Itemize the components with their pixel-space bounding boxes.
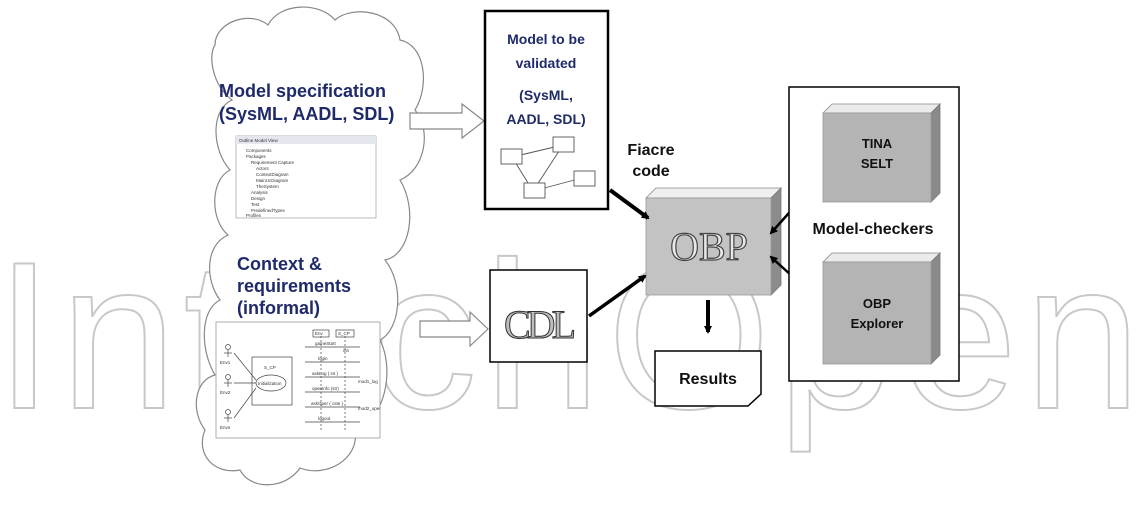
- model-box-line3: (SysML,: [519, 87, 573, 103]
- seq-message: login: [318, 356, 328, 361]
- obp-cube: OBP: [645, 187, 782, 296]
- model-to-validate-box: Model to be validated (SysML, AADL, SDL): [483, 9, 610, 211]
- tree-header: Outline Model View: [239, 138, 278, 143]
- results-document: Results: [654, 350, 762, 407]
- context-line1: Context &: [237, 254, 322, 274]
- tina-line2: SELT: [861, 156, 893, 171]
- fiacre-line1: Fiacre: [627, 142, 674, 159]
- tree-item: Profiles: [246, 213, 262, 218]
- seq-side-label: mod1_log: [358, 379, 378, 384]
- seq-usecase: Initialization: [258, 381, 282, 386]
- arrow-model-to-obp: [608, 188, 650, 220]
- seq-actor-label: Env2: [220, 390, 231, 395]
- tree-item: TheSystem: [256, 184, 279, 189]
- context-line3: (informal): [237, 298, 320, 318]
- seq-side-label: init: [343, 348, 350, 353]
- seq-lifeline: Env: [315, 331, 324, 336]
- tree-item: Actors: [256, 166, 270, 171]
- explorer-line1: OBP: [863, 296, 892, 311]
- tree-item: ContextDiagram: [256, 172, 289, 177]
- model-checkers-group: Model-checkers TINA SELT OBP Explorer: [788, 86, 960, 382]
- model-spec-line1: Model specification: [219, 81, 386, 101]
- model-box-line4: AADL, SDL): [506, 111, 585, 127]
- tree-item: Design: [251, 196, 266, 201]
- hollow-arrow-model: [409, 102, 485, 140]
- seq-message: openInfo (str): [312, 386, 339, 391]
- seq-actor-label: Env1: [220, 360, 231, 365]
- model-checkers-title: Model-checkers: [813, 221, 934, 238]
- sequence-thumbnail: Env S_CP Env1 Env2 Envn S_CP Initializat…: [215, 321, 381, 439]
- tree-item: MainUcDiagram: [256, 178, 289, 183]
- model-box-line2: validated: [516, 55, 577, 71]
- tina-line1: TINA: [862, 136, 893, 151]
- tree-item: Analysis: [251, 190, 269, 195]
- seq-message: askLog ( int ): [312, 371, 339, 376]
- context-line2: requirements: [237, 276, 351, 296]
- tree-item: Requirement Capture: [251, 160, 295, 165]
- hollow-arrow-context: [419, 310, 489, 348]
- model-box-line1: Model to be: [507, 31, 585, 47]
- tree-item: Test: [251, 202, 260, 207]
- arrow-cdl-to-obp: [587, 274, 647, 318]
- seq-message: askOper ( cste ): [311, 401, 344, 406]
- seq-lifeline: S_CP: [338, 331, 350, 336]
- obp-logo: OBP: [670, 224, 748, 269]
- tree-item: Components: [246, 148, 272, 153]
- seq-actor-label: Envn: [220, 425, 231, 430]
- cdl-box: CDL: [489, 269, 588, 363]
- model-tree-thumbnail: Outline Model View Components Packages R…: [235, 135, 377, 219]
- seq-usecase-top: S_CP: [264, 365, 276, 370]
- seq-side-label: mod2_oper: [358, 406, 381, 411]
- model-spec-line2: (SysML, AADL, SDL): [219, 104, 394, 124]
- tree-item: Packages: [246, 154, 267, 159]
- results-label: Results: [679, 371, 737, 388]
- seq-message: gameStart: [315, 341, 337, 346]
- fiacre-line2: code: [632, 163, 669, 180]
- explorer-line2: Explorer: [851, 316, 904, 331]
- seq-message: logout: [318, 416, 331, 421]
- tree-item: PredefinedTypes: [251, 208, 286, 213]
- cdl-logo: CDL: [504, 302, 575, 347]
